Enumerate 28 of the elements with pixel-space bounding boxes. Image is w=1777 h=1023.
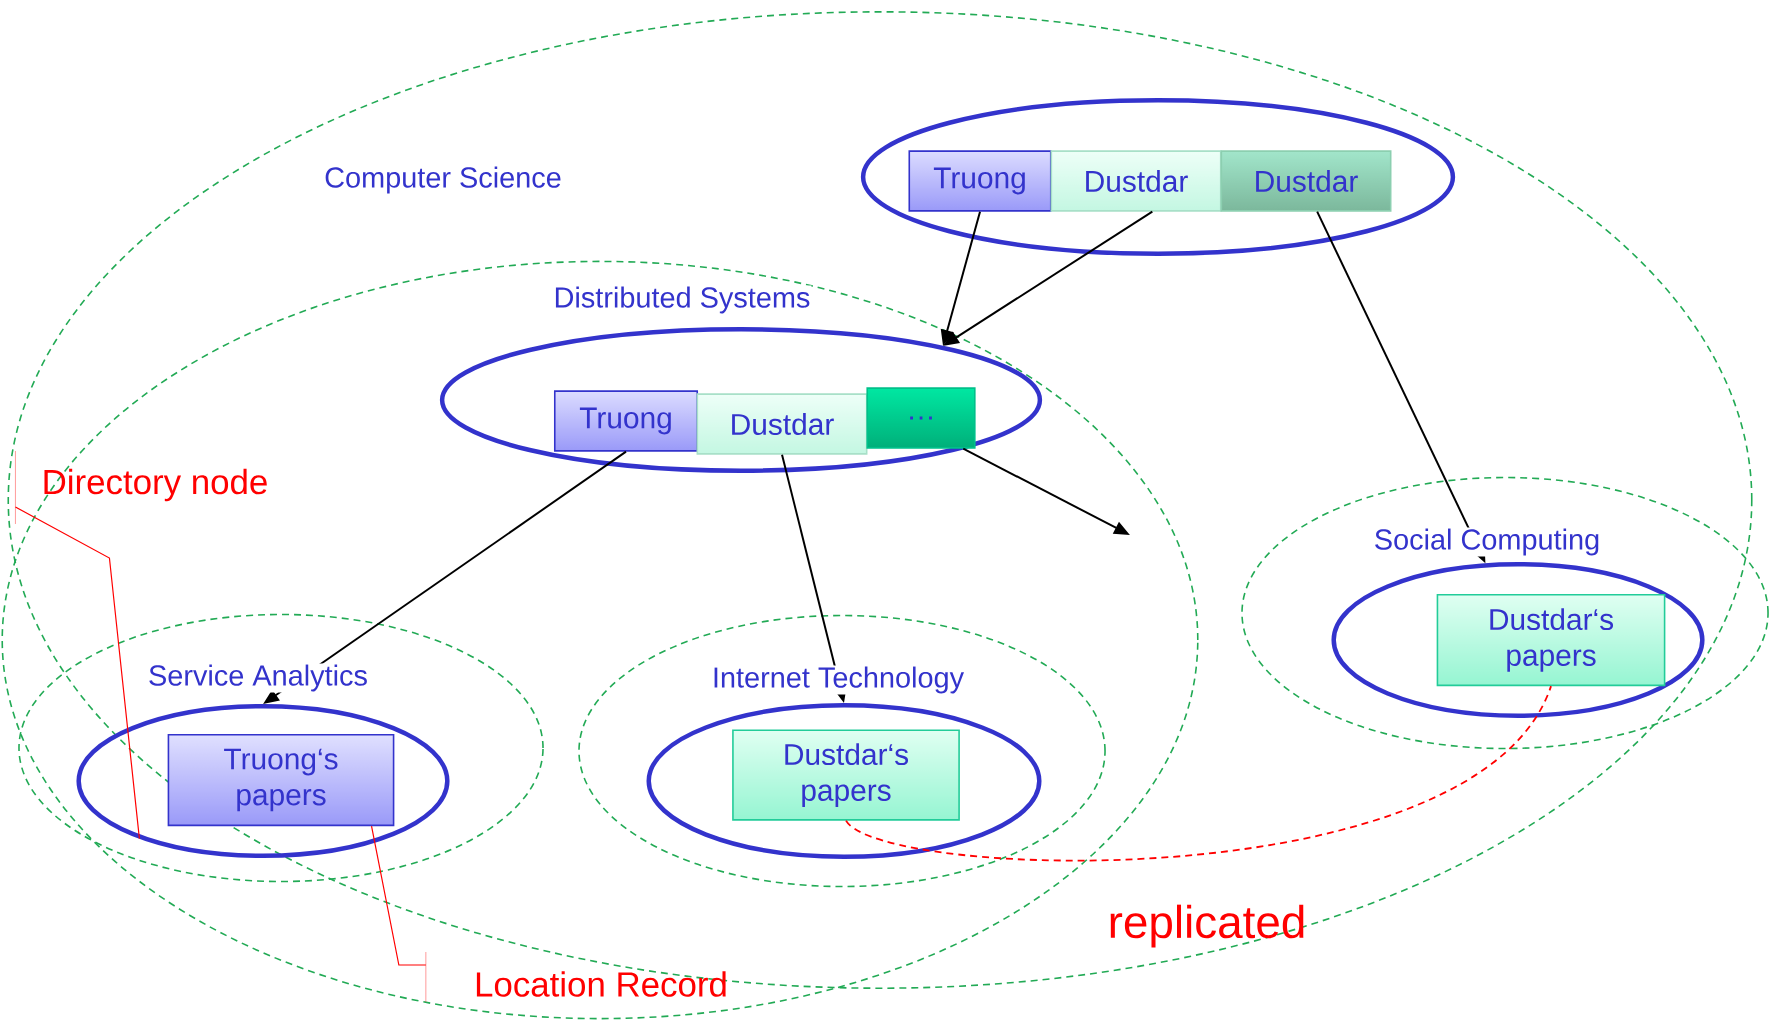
record-box: Dustdar‘s papers <box>1436 593 1666 687</box>
domain-label: Service Analytics <box>147 663 369 693</box>
domain-label: Distributed Systems <box>552 285 812 315</box>
directory-ellipse <box>439 327 1043 473</box>
domain-label: Computer Science <box>323 165 563 195</box>
domain-label: Social Computing <box>1372 527 1602 557</box>
directory-ellipse <box>1331 562 1705 718</box>
domain-ellipse <box>1241 476 1769 750</box>
record-box: Dustdar <box>1050 150 1222 212</box>
record-box: Truong <box>553 390 699 452</box>
replication-curve <box>845 685 1552 862</box>
leader-line <box>14 450 140 840</box>
leader-line <box>370 825 427 1003</box>
directory-ellipse <box>646 703 1042 859</box>
note-label: replicated <box>1110 904 1304 948</box>
domain-ellipse <box>578 614 1106 888</box>
directory-ellipse <box>860 98 1456 256</box>
callout-label: Location Record <box>476 971 726 997</box>
record-box: Dustdar <box>696 393 868 455</box>
record-box: Truong‘s papers <box>167 733 395 827</box>
record-box: Truong <box>908 150 1052 212</box>
record-box: Dustdar‘s papers <box>732 729 960 821</box>
record-box: … <box>866 387 976 449</box>
domain-ellipse <box>18 613 544 883</box>
record-box: Dustdar <box>1220 150 1392 212</box>
directory-ellipse <box>76 704 450 858</box>
domain-label: Internet Technology <box>710 665 966 695</box>
callout-label: Directory node <box>44 468 267 502</box>
